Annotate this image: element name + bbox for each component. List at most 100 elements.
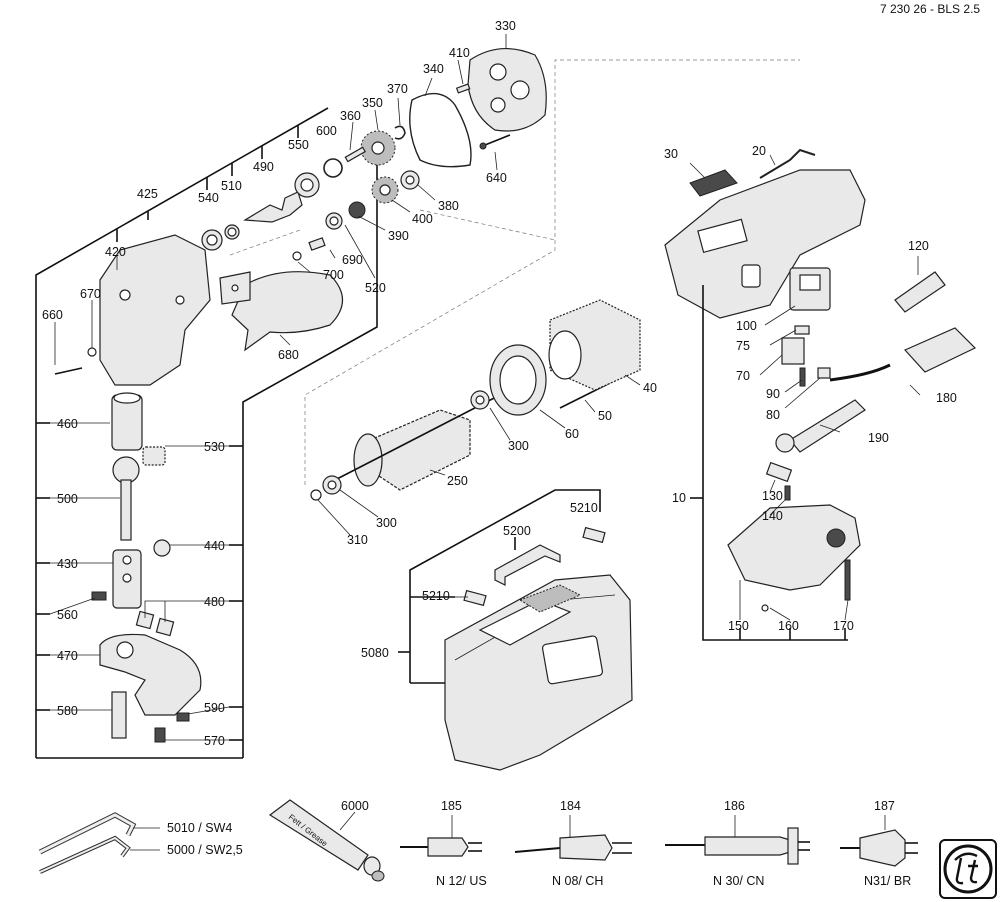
fein-logo xyxy=(939,839,997,899)
callout-130: 130 xyxy=(762,489,783,503)
callout-40: 40 xyxy=(643,381,657,395)
callout-180: 180 xyxy=(936,391,957,405)
callout-490: 490 xyxy=(253,160,274,174)
bearing-520 xyxy=(325,212,343,230)
head-assembly-frame xyxy=(35,107,378,759)
clip-75 xyxy=(794,325,810,335)
document-id: 7 230 26 - BLS 2.5 xyxy=(880,2,980,16)
screw-170 xyxy=(844,559,851,601)
washer-700 xyxy=(292,251,302,261)
callout-250: 250 xyxy=(447,474,468,488)
frame-10 xyxy=(690,285,848,641)
callout-80: 80 xyxy=(766,408,780,422)
callout-690: 690 xyxy=(342,253,363,267)
bearing-550 xyxy=(294,172,320,198)
callout-150: 150 xyxy=(728,619,749,633)
motor-housing xyxy=(664,169,866,319)
callout-10: 10 xyxy=(672,491,686,505)
screw-570 xyxy=(154,727,166,743)
callout-480: 480 xyxy=(204,595,225,609)
callout-330: 330 xyxy=(495,19,516,33)
plug-n30-cn xyxy=(665,815,810,865)
callout-5200: 5200 xyxy=(503,524,531,538)
handle-5200 xyxy=(494,544,561,586)
stator-40 xyxy=(548,299,641,391)
callout-310: 310 xyxy=(347,533,368,547)
callout-400: 400 xyxy=(412,212,433,226)
callout-460: 460 xyxy=(57,417,78,431)
callout-50: 50 xyxy=(598,409,612,423)
screw-140 xyxy=(784,485,791,501)
plug-186-number: 186 xyxy=(724,799,745,813)
pinion-390 xyxy=(348,201,366,219)
screw-90 xyxy=(799,367,806,387)
callout-520: 520 xyxy=(365,281,386,295)
plug-184-label: N 08/ CH xyxy=(552,874,603,888)
callout-425: 425 xyxy=(137,187,158,201)
plug-184-number: 184 xyxy=(560,799,581,813)
circlip-370 xyxy=(394,125,406,140)
plug-185-number: 185 xyxy=(441,799,462,813)
hex-key-5000 xyxy=(39,835,160,874)
top-frame-ticks xyxy=(116,125,299,242)
callout-560: 560 xyxy=(57,608,78,622)
plug-185-label: N 12/ US xyxy=(436,874,487,888)
callout-20: 20 xyxy=(752,144,766,158)
callout-410: 410 xyxy=(449,46,470,60)
fan-ring-60 xyxy=(489,344,547,416)
washer-310 xyxy=(310,489,322,501)
callout-160: 160 xyxy=(778,619,799,633)
blade-guard-680 xyxy=(231,271,344,352)
screw-690 xyxy=(308,237,326,251)
callout-700: 700 xyxy=(323,268,344,282)
callout-370: 370 xyxy=(387,82,408,96)
needle-bearing-530 xyxy=(142,446,166,466)
clamp-130 xyxy=(765,461,793,483)
callout-170: 170 xyxy=(833,619,854,633)
callout-470: 470 xyxy=(57,649,78,663)
callout-550: 550 xyxy=(288,138,309,152)
callout-640: 640 xyxy=(486,171,507,185)
pin-440 xyxy=(153,539,171,557)
callout-90: 90 xyxy=(766,387,780,401)
callout-670: 670 xyxy=(80,287,101,301)
callout-5210-left: 5210 xyxy=(422,589,450,603)
callout-350: 350 xyxy=(362,96,383,110)
plug-187-number: 187 xyxy=(874,799,895,813)
callout-5080: 5080 xyxy=(361,646,389,660)
washer-670 xyxy=(87,347,97,357)
armature-250 xyxy=(334,394,501,491)
punch-500 xyxy=(112,456,140,541)
strain-relief-120 xyxy=(894,271,946,313)
die-480 xyxy=(135,610,175,637)
bearing-540 xyxy=(201,229,223,251)
dashed-guides xyxy=(229,59,800,485)
latch-5210b xyxy=(582,526,606,544)
gasket-340 xyxy=(409,92,472,168)
callout-labels: 330 410 340 370 350 360 600 550 490 510 … xyxy=(42,19,957,748)
screw-640 xyxy=(484,134,511,146)
callout-190: 190 xyxy=(868,431,889,445)
screw-660 xyxy=(54,367,83,375)
rod-20 xyxy=(759,148,816,179)
hex-key-5010-label: 5010 / SW4 xyxy=(167,821,232,835)
head-housing-420 xyxy=(99,234,211,386)
hex-key-5010 xyxy=(38,812,160,855)
plug-n31-br xyxy=(840,815,918,867)
bearing-380 xyxy=(400,170,420,190)
left-frame-ticks xyxy=(36,422,243,741)
callout-120: 120 xyxy=(908,239,929,253)
handle-shell-150 xyxy=(727,504,861,591)
gear-400 xyxy=(371,176,399,204)
eccentric-shaft-490 xyxy=(243,191,303,223)
screw-head-640 xyxy=(479,142,487,150)
callout-140: 140 xyxy=(762,509,783,523)
plug-187-label: N31/ BR xyxy=(864,874,911,888)
callout-70: 70 xyxy=(736,369,750,383)
die-holder-470 xyxy=(99,633,202,716)
callout-300-upper: 300 xyxy=(508,439,529,453)
pin-360 xyxy=(344,146,366,163)
callout-340: 340 xyxy=(423,62,444,76)
switch-button-30 xyxy=(689,169,738,197)
